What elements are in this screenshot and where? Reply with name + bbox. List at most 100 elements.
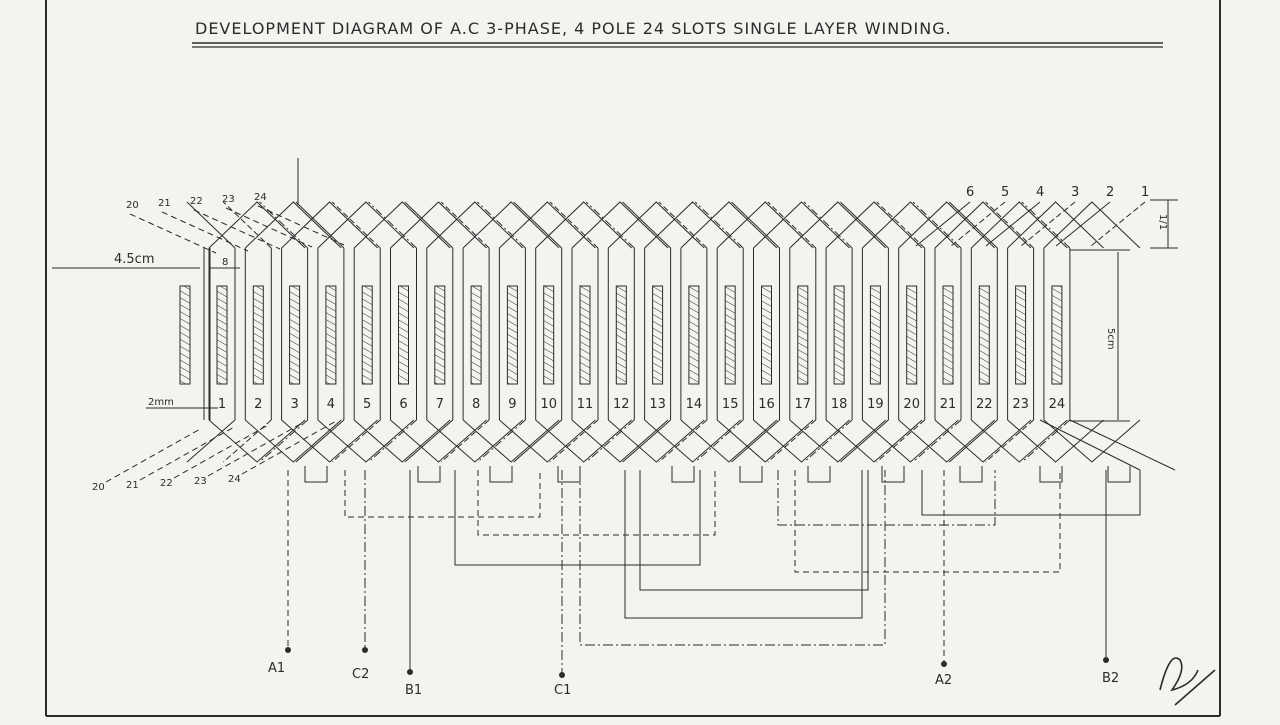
top-overhang <box>571 201 669 249</box>
top-overhang <box>716 201 814 249</box>
top-overhang-inner <box>222 201 272 249</box>
terminal-dot <box>362 647 368 653</box>
top-left-leader <box>193 209 281 250</box>
slot-20 <box>906 285 918 385</box>
top-overhang-inner <box>368 201 417 249</box>
slot-number: 21 <box>940 397 957 412</box>
top-left-end-label: 24 <box>254 192 267 203</box>
top-overhang <box>825 201 923 249</box>
phase-interconnection <box>921 470 1141 516</box>
top-overhang-inner <box>694 201 744 249</box>
end-connection-bracket <box>739 466 763 483</box>
end-connection-bracket <box>671 466 695 483</box>
slot-2 <box>252 285 264 385</box>
bottom-overhang <box>571 419 669 463</box>
top-overhang <box>970 201 1068 249</box>
bottom-overhang-inner <box>186 419 236 463</box>
slot-24 <box>1051 285 1063 385</box>
top-overhang-inner <box>513 201 563 249</box>
top-overhang-inner <box>331 201 381 249</box>
bottom-left-leader <box>207 421 305 477</box>
phase-interconnection <box>477 470 716 536</box>
top-overhang <box>644 201 741 249</box>
phase-interconnection <box>454 470 701 566</box>
end-connection-bracket <box>557 466 581 483</box>
slot-number: 15 <box>722 397 739 412</box>
slot-number: 3 <box>290 397 298 412</box>
bottom-overhang-inner <box>694 419 744 463</box>
top-right-leader <box>1090 201 1146 247</box>
phase-interconnection <box>624 470 863 619</box>
slot-number: 8 <box>472 397 480 412</box>
slot-number: 17 <box>795 397 812 412</box>
bottom-left-leader <box>173 423 271 479</box>
top-overhang-inner <box>912 201 962 249</box>
top-left-leader <box>161 211 249 252</box>
top-right-leader <box>985 201 1041 247</box>
top-left-leader <box>225 207 313 248</box>
bottom-overhang <box>426 419 524 463</box>
bottom-overhang <box>390 419 487 463</box>
slot-number: 5 <box>363 397 371 412</box>
bottom-overhang-inner <box>622 419 671 463</box>
terminal-label: C2 <box>352 667 369 682</box>
bottom-overhang <box>353 419 451 463</box>
dim-spacing-label: 2mm <box>148 397 174 408</box>
bottom-left-end-label: 24 <box>228 474 241 485</box>
bottom-overhang <box>317 419 415 463</box>
terminal-label: B1 <box>405 683 422 698</box>
top-overhang <box>281 201 378 249</box>
top-overhang <box>244 201 342 249</box>
slot-12 <box>615 285 627 385</box>
bottom-overhang-inner <box>767 419 817 463</box>
dim-slot-width-label: 8 <box>222 257 228 268</box>
end-connection-bracket <box>304 466 328 483</box>
top-overhang <box>462 201 560 249</box>
bottom-overhang <box>644 419 741 463</box>
bottom-overhang-inner <box>912 419 962 463</box>
slot-number: 13 <box>649 397 666 412</box>
slot-number: 23 <box>1012 397 1029 412</box>
top-overhang <box>390 201 487 249</box>
bottom-overhang-inner <box>513 419 563 463</box>
terminal-dot <box>285 647 291 653</box>
overhang-group <box>186 201 1176 471</box>
slot-15 <box>724 285 736 385</box>
bottom-overhang <box>862 419 959 463</box>
top-right-end-label: 4 <box>1036 185 1044 200</box>
bottom-overhang-inner <box>985 419 1034 463</box>
phase-interconnection <box>639 470 869 591</box>
end-connection-bracket <box>489 466 513 483</box>
bottom-overhang-inner <box>803 419 853 463</box>
signature-mark <box>1159 657 1216 706</box>
terminal-label: A2 <box>935 673 952 688</box>
slot-8 <box>470 285 482 385</box>
top-overhang <box>898 201 996 249</box>
top-overhang <box>535 201 633 249</box>
slot-number: 11 <box>577 397 594 412</box>
slot-18 <box>833 285 845 385</box>
slot-number: 19 <box>867 397 884 412</box>
bottom-overhang-inner <box>585 419 635 463</box>
top-right-end-label: 6 <box>966 185 974 200</box>
slot-number: 4 <box>327 397 335 412</box>
bottom-overhang-inner <box>368 419 417 463</box>
connections-group <box>304 466 1141 646</box>
dim-left-gap-label: 4.5cm <box>114 252 155 267</box>
bottom-overhang-inner <box>840 419 889 463</box>
dim-overhang-label: 1/1 <box>1157 214 1168 230</box>
terminal-dot <box>407 669 413 675</box>
top-overhang-inner <box>549 201 599 249</box>
end-connection-bracket <box>1107 466 1131 483</box>
bottom-overhang <box>789 419 887 463</box>
slot-17 <box>797 285 809 385</box>
dim-height-label: 5cm <box>1105 328 1116 350</box>
top-overhang <box>1007 201 1104 249</box>
terminal-dot <box>1103 657 1109 663</box>
bottom-overhang-inner <box>549 419 599 463</box>
end-connection-bracket <box>881 466 905 483</box>
top-overhang <box>607 201 705 249</box>
